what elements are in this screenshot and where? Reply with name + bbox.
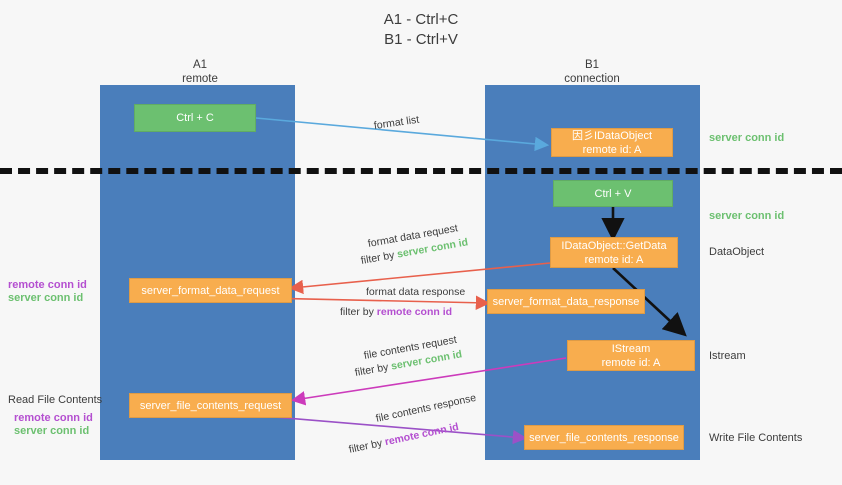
filter-key-remote-conn-id-2: remote conn id	[383, 420, 460, 449]
edge-label-format-list: format list	[373, 113, 420, 132]
node-ctrl-v-label: Ctrl + V	[594, 187, 632, 200]
node-getdata-line2: remote id: A	[584, 253, 644, 266]
node-istream-line2: remote id: A	[601, 356, 661, 369]
node-server-file-contents-request[interactable]: server_file_contents_request	[129, 393, 292, 418]
node-server-format-data-response[interactable]: server_format_data_response	[487, 289, 645, 314]
node-istream-line1: IStream	[611, 342, 651, 355]
node-idataobject[interactable]: 因彡IDataObject remote id: A	[551, 128, 673, 157]
node-ctrl-c-label: Ctrl + C	[176, 112, 214, 124]
node-server-file-contents-response[interactable]: server_file_contents_response	[524, 425, 684, 450]
edge-label-format-data-response: format data response	[366, 286, 466, 298]
section-divider	[0, 168, 842, 174]
column-a1-name: A1	[192, 59, 208, 71]
label-left-server-conn-id-2: server conn id	[14, 425, 90, 437]
edge-label-file-contents-response: file contents response	[374, 391, 478, 425]
label-server-conn-id-top: server conn id	[709, 132, 785, 144]
filter-key-remote-conn-id-1: remote conn id	[376, 306, 453, 318]
node-server-format-data-request[interactable]: server_format_data_request	[129, 278, 292, 303]
title-line-1: A1 - Ctrl+C	[383, 11, 459, 28]
column-a1-sub: remote	[182, 73, 218, 85]
label-left-remote-conn-id-2: remote conn id	[14, 412, 93, 424]
node-idataobject-line2: remote id: A	[582, 143, 642, 156]
title-line-2: B1 - Ctrl+V	[384, 31, 458, 48]
filter-prefix-4: filter by	[347, 436, 387, 456]
node-server-format-data-request-label: server_format_data_request	[141, 284, 280, 297]
node-ctrl-c[interactable]: Ctrl + C	[134, 104, 256, 132]
label-server-conn-id-mid: server conn id	[709, 210, 785, 222]
label-left-server-conn-id-1: server conn id	[8, 292, 84, 304]
page-title: A1 - Ctrl+C B1 - Ctrl+V	[0, 10, 842, 50]
column-b1-name: B1	[584, 59, 600, 71]
column-header-a1: A1 remote	[140, 58, 260, 86]
label-write-file-contents: Write File Contents	[709, 432, 803, 444]
edge-label-format-data-response-filter: filter by remote conn id	[340, 305, 452, 319]
node-idataobject-getdata[interactable]: IDataObject::GetData remote id: A	[550, 237, 678, 268]
edge-label-file-contents-response-filter: filter by remote conn id	[348, 420, 460, 457]
node-idataobject-line1: 因彡IDataObject	[571, 129, 653, 142]
column-header-b1: B1 connection	[532, 58, 652, 86]
node-server-file-contents-request-label: server_file_contents_request	[139, 399, 282, 412]
filter-prefix-2: filter by	[340, 306, 377, 318]
label-left-remote-conn-id-1: remote conn id	[8, 279, 87, 291]
node-server-format-data-response-label: server_format_data_response	[492, 295, 640, 308]
label-istream: Istream	[709, 350, 746, 362]
filter-prefix-3: filter by	[353, 360, 393, 379]
column-b1-sub: connection	[564, 73, 620, 85]
node-istream[interactable]: IStream remote id: A	[567, 340, 695, 371]
node-ctrl-v[interactable]: Ctrl + V	[553, 180, 673, 207]
node-server-file-contents-response-label: server_file_contents_response	[529, 431, 679, 444]
filter-prefix-1: filter by	[359, 248, 399, 267]
label-dataobject: DataObject	[709, 246, 765, 258]
label-read-file-contents: Read File Contents	[8, 394, 103, 406]
node-getdata-line1: IDataObject::GetData	[561, 239, 667, 252]
